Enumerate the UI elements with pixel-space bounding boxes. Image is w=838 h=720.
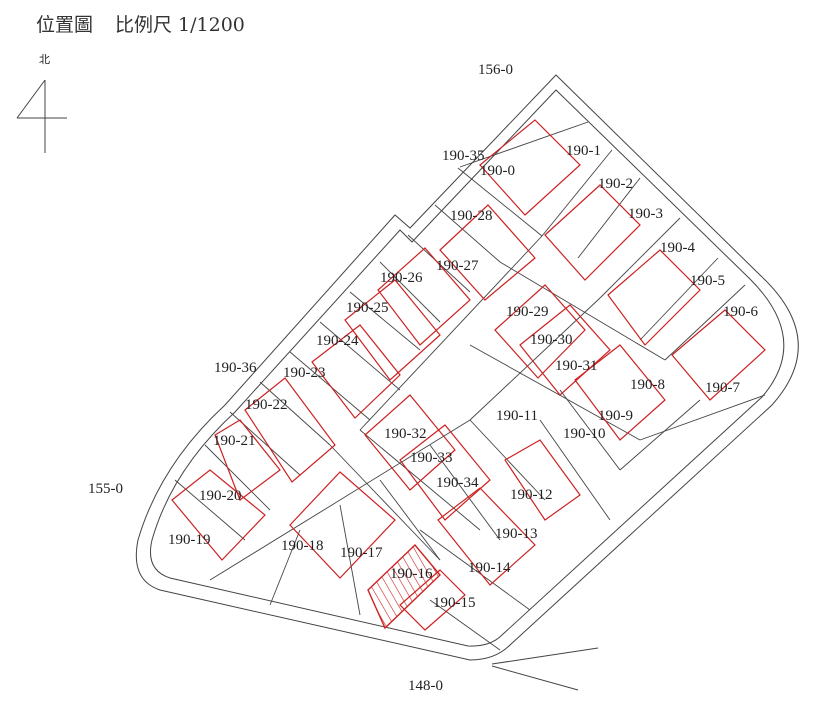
lot-label[interactable]: 190-9: [598, 408, 633, 424]
lot-label[interactable]: 190-30: [530, 332, 573, 348]
lot-label[interactable]: 190-13: [495, 526, 538, 542]
lot-label[interactable]: 190-5: [690, 273, 725, 289]
lot-label[interactable]: 190-21: [213, 433, 256, 449]
road-labels: 156-0 155-0 148-0: [88, 62, 513, 694]
lot-label[interactable]: 190-33: [410, 450, 453, 466]
lot-label[interactable]: 190-4: [660, 240, 695, 256]
road-label-155: 155-0: [88, 481, 123, 497]
buildings: [171, 119, 766, 631]
lot-label[interactable]: 190-36: [214, 360, 257, 376]
lot-label[interactable]: 190-15: [433, 595, 476, 611]
lot-label[interactable]: 190-2: [598, 176, 633, 192]
lot-label[interactable]: 190-22: [245, 397, 288, 413]
lot-label[interactable]: 190-32: [384, 426, 427, 442]
lot-label[interactable]: 190-16: [390, 566, 433, 582]
lot-label[interactable]: 190-34: [436, 475, 479, 491]
lot-label[interactable]: 190-1: [566, 143, 601, 159]
road-label-156: 156-0: [478, 62, 513, 78]
map-title: 位置圖比例尺 1/1200: [36, 10, 245, 37]
road-label-148: 148-0: [408, 678, 443, 694]
scale-text: 比例尺 1/1200: [115, 14, 245, 36]
lot-label[interactable]: 190-0: [480, 163, 515, 179]
lot-label[interactable]: 190-11: [496, 408, 538, 424]
lot-label[interactable]: 190-35: [442, 148, 485, 164]
lot-label[interactable]: 190-14: [468, 560, 511, 576]
lot-label[interactable]: 190-17: [340, 545, 383, 561]
lot-label[interactable]: 190-28: [450, 208, 493, 224]
lot-label[interactable]: 190-6: [723, 304, 758, 320]
lot-label[interactable]: 190-29: [506, 304, 549, 320]
site-boundary: [135, 74, 799, 691]
lot-lines: [174, 121, 766, 651]
lot-label[interactable]: 190-20: [199, 488, 242, 504]
lot-label[interactable]: 190-18: [281, 538, 324, 554]
lot-label[interactable]: 190-31: [555, 358, 598, 374]
lot-label[interactable]: 190-23: [283, 365, 326, 381]
lot-label[interactable]: 190-24: [316, 333, 359, 349]
lot-label[interactable]: 190-7: [705, 380, 740, 396]
lot-label[interactable]: 190-25: [346, 300, 389, 316]
highlighted-lot[interactable]: [367, 543, 441, 630]
lot-label[interactable]: 190-10: [563, 426, 606, 442]
north-arrow: 北: [16, 53, 67, 153]
lot-label[interactable]: 190-26: [380, 270, 423, 286]
lot-label[interactable]: 190-3: [628, 206, 663, 222]
north-label: 北: [39, 53, 50, 66]
lot-label[interactable]: 190-8: [630, 377, 665, 393]
lot-label[interactable]: 190-27: [436, 258, 479, 274]
lot-labels: 190-35 190-0 190-1 190-2 190-3 190-28 19…: [168, 143, 758, 611]
lot-label[interactable]: 190-12: [510, 487, 553, 503]
lot-label[interactable]: 190-19: [168, 532, 211, 548]
title-text: 位置圖: [36, 14, 94, 36]
